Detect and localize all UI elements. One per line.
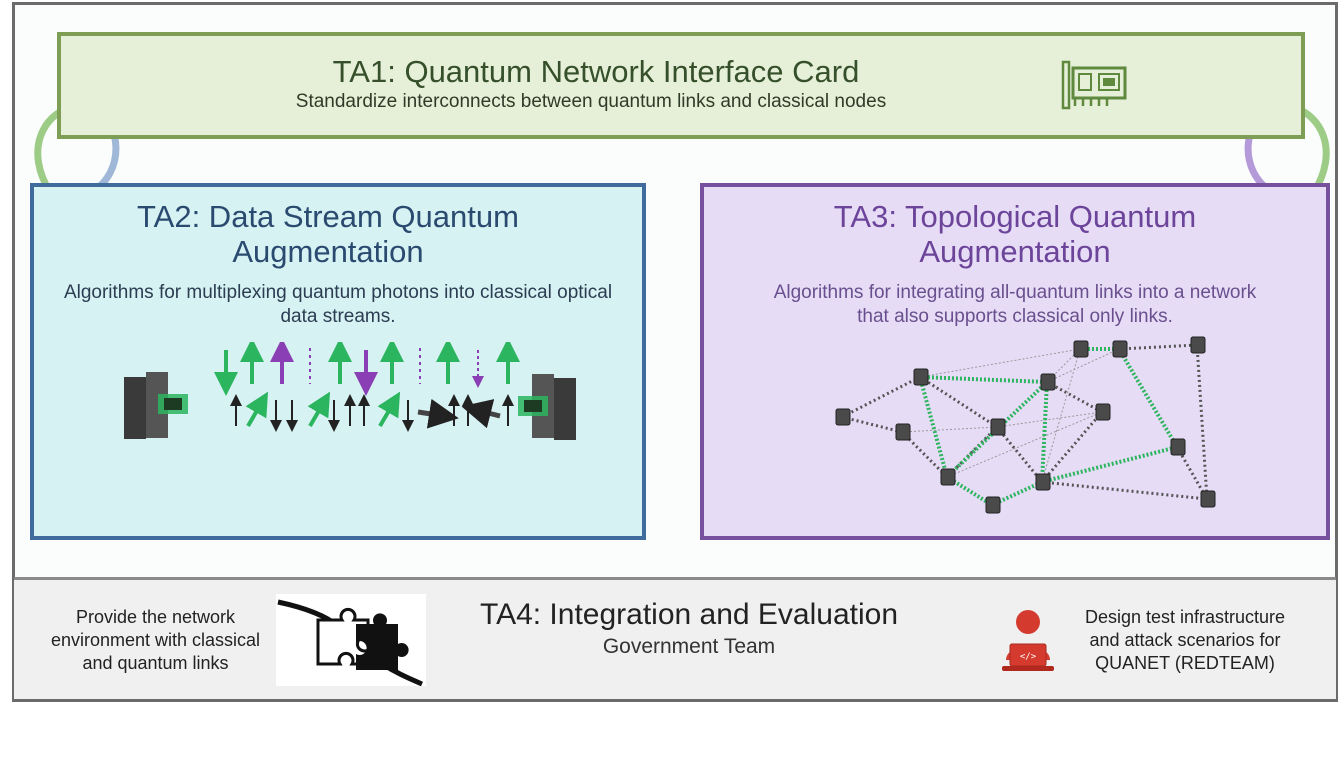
ta3-title-line1: TA3: Topological Quantum	[833, 199, 1197, 234]
ta2-title-line1: TA2: Data Stream Quantum	[137, 199, 519, 234]
ta4-left-line2: environment with classical	[50, 630, 261, 650]
ta4-left-text: Provide the network environment with cla…	[38, 606, 273, 675]
puzzle-cable-icon	[276, 594, 426, 686]
right-server-icon	[518, 374, 576, 440]
ta4-panel: Provide the network environment with cla…	[14, 577, 1336, 699]
ta2-panel: TA2: Data Stream Quantum Augmentation Al…	[30, 183, 646, 540]
ta3-panel: TA3: Topological Quantum Augmentation Al…	[700, 183, 1330, 540]
ta2-title-line2: Augmentation	[232, 234, 424, 269]
ta2-desc-line1: Algorithms for multiplexing quantum phot…	[63, 282, 613, 303]
ta3-title-line2: Augmentation	[919, 234, 1111, 269]
ta3-desc-line1: Algorithms for integrating all-quantum l…	[773, 282, 1257, 303]
ta4-team: Government Team	[602, 635, 776, 658]
ta3-description: Algorithms for integrating all-quantum l…	[714, 281, 1316, 329]
network-card-icon	[1061, 60, 1127, 110]
ta1-subtitle: Standardize interconnects between quantu…	[295, 91, 887, 112]
network-topology-illustration	[835, 336, 1216, 514]
ta4-right-line1: Design test infrastructure	[1084, 607, 1286, 627]
ta4-right-line3: QUANET (REDTEAM)	[1095, 653, 1275, 673]
ta2-description: Algorithms for multiplexing quantum phot…	[44, 281, 632, 329]
left-server-icon	[124, 372, 188, 439]
ta1-title: TA1: Quantum Network Interface Card	[332, 54, 860, 89]
ta2-desc-line2: data streams.	[280, 306, 396, 327]
ta3-desc-line2: that also supports classical only links.	[857, 306, 1173, 327]
ta1-panel: TA1: Quantum Network Interface Card Stan…	[57, 32, 1305, 139]
ta4-left-line1: Provide the network	[75, 607, 236, 627]
ta4-right-line2: and attack scenarios for	[1089, 630, 1281, 650]
ta4-left-line3: and quantum links	[82, 653, 229, 673]
data-stream-illustration	[124, 342, 576, 440]
ta2-title: TA2: Data Stream Quantum Augmentation	[24, 199, 632, 269]
ta4-title: TA4: Integration and Evaluation	[479, 598, 899, 631]
redteam-hacker-icon: </>	[1002, 610, 1054, 671]
ta4-right-text: Design test infrastructure and attack sc…	[1060, 606, 1310, 675]
ta3-title: TA3: Topological Quantum Augmentation	[704, 199, 1326, 269]
svg-text:</>: </>	[1020, 652, 1037, 662]
